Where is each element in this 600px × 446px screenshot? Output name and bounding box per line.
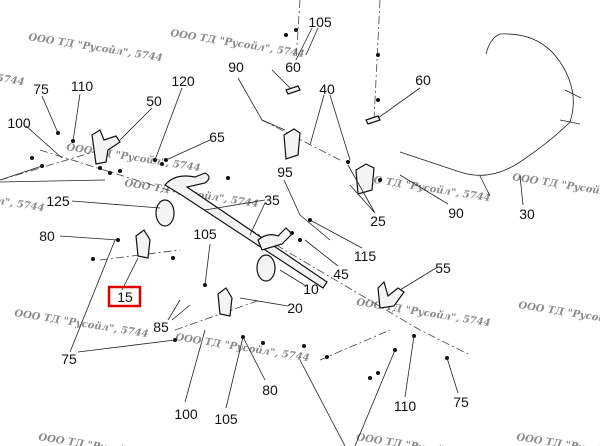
- callout-105: 105: [193, 226, 217, 242]
- watermark: ООО ТД "Русойл", 5744: [0, 56, 25, 88]
- callout-55: 55: [435, 260, 451, 276]
- watermark: ООО ТД "Русойл", 5744: [356, 172, 492, 204]
- center-lines: [0, 0, 471, 361]
- axle-end: [257, 227, 293, 251]
- wiring-harness: [399, 33, 582, 197]
- plate-60: [285, 85, 301, 95]
- bracket-mid: [217, 287, 233, 317]
- plate-60b: [365, 115, 381, 125]
- bracket-left: [91, 129, 121, 165]
- callout-40: 40: [319, 81, 335, 97]
- callout-85: 85: [153, 319, 169, 335]
- axle-beam: [164, 172, 328, 289]
- callout-90: 90: [228, 59, 244, 75]
- callout-30: 30: [519, 206, 535, 222]
- callout-35: 35: [264, 192, 280, 208]
- parts: [30, 28, 582, 380]
- callout-45: 45: [333, 266, 349, 282]
- callout-labels: 105 60 90 40 60 75 110 50 120 100 65 95 …: [7, 14, 535, 427]
- callout-25: 25: [370, 213, 386, 229]
- callout-50: 50: [146, 93, 162, 109]
- callout-10: 10: [303, 281, 319, 297]
- callout-105: 105: [308, 14, 332, 30]
- watermark: ООО ТД "Русойл", 5744: [66, 142, 202, 174]
- watermark: ООО ТД "Русойл", 5744: [170, 28, 306, 60]
- callout-90: 90: [448, 205, 464, 221]
- watermark: ООО ТД "Русойл", 5744: [356, 432, 492, 446]
- bracket-mid-left: [135, 229, 151, 259]
- bracket-55: [377, 280, 405, 309]
- callout-80: 80: [262, 382, 278, 398]
- bracket-25: [355, 163, 375, 195]
- callout-15-highlighted[interactable]: 15: [117, 289, 133, 305]
- callout-75: 75: [453, 394, 469, 410]
- callout-65: 65: [209, 129, 225, 145]
- callout-105: 105: [214, 411, 238, 427]
- watermark: ООО ТД "Русойл", 5744: [38, 432, 174, 446]
- callout-125: 125: [46, 193, 70, 209]
- callout-75: 75: [33, 81, 49, 97]
- callout-100: 100: [174, 406, 198, 422]
- callout-115: 115: [354, 248, 377, 264]
- watermark: ООО ТД "Русойл", 5744: [356, 297, 492, 329]
- callout-60: 60: [285, 59, 301, 75]
- watermark: ООО ТД "Русойл", 5744: [0, 182, 45, 214]
- callout-75: 75: [61, 351, 77, 367]
- watermark: ООО ТД "Русойл", 5744: [518, 300, 600, 332]
- callout-110: 110: [394, 398, 417, 414]
- watermark: ООО ТД "Русойл", 5744: [516, 432, 600, 446]
- callout-100: 100: [7, 115, 31, 131]
- bracket-95: [283, 128, 301, 160]
- callout-20: 20: [287, 300, 303, 316]
- callout-120: 120: [171, 73, 195, 89]
- callout-95: 95: [277, 164, 293, 180]
- callout-80: 80: [39, 228, 55, 244]
- watermark: ООО ТД "Русойл", 5744: [28, 32, 164, 64]
- watermark: ООО ТД "Русойл", 5744: [512, 172, 600, 204]
- leader-lines: [0, 27, 524, 446]
- highlight-box: [107, 285, 142, 308]
- callout-60: 60: [415, 72, 431, 88]
- callout-110: 110: [71, 78, 94, 94]
- shock-upper: [155, 199, 175, 227]
- shock-lower: [256, 254, 276, 282]
